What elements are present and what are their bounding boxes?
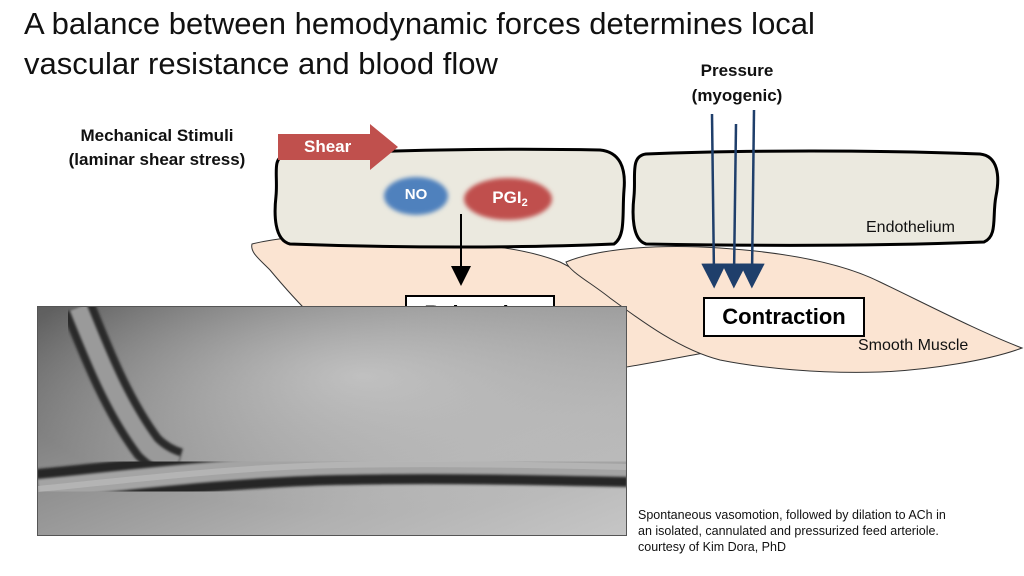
pressure-arrow-1 xyxy=(701,113,727,289)
mechanical-line-2: (laminar shear stress) xyxy=(68,150,246,169)
mechanical-stimuli-label: Mechanical Stimuli (laminar shear stress… xyxy=(28,124,286,172)
pressure-arrow-3 xyxy=(739,109,765,289)
no-label: NO xyxy=(404,186,428,203)
caption-line-2: an isolated, cannulated and pressurized … xyxy=(638,524,939,538)
endothelium-label: Endothelium xyxy=(866,219,955,236)
pgi2-label: PGI2 xyxy=(482,188,538,209)
pressure-label: Pressure (myogenic) xyxy=(662,58,812,108)
contraction-box: Contraction xyxy=(703,297,865,337)
no-molecule xyxy=(384,177,448,215)
endothelial-cell-left xyxy=(273,147,626,249)
figure-caption: Spontaneous vasomotion, followed by dila… xyxy=(638,507,1018,555)
micrograph-image xyxy=(38,307,626,535)
pgi2-molecule xyxy=(464,178,552,220)
smooth-muscle-label: Smooth Muscle xyxy=(858,337,969,354)
shear-arrow xyxy=(278,124,398,170)
pgi2-label-base: PGI xyxy=(492,188,522,207)
caption-line-3: courtesy of Kim Dora, PhD xyxy=(638,540,786,554)
title-line-2: vascular resistance and blood flow xyxy=(24,46,498,81)
shear-label: Shear xyxy=(304,137,352,156)
pressure-line-1: Pressure xyxy=(700,61,774,80)
arteriole-micrograph xyxy=(37,306,627,536)
pressure-line-2: (myogenic) xyxy=(691,86,783,105)
slide-title: A balance between hemodynamic forces det… xyxy=(24,4,984,84)
pressure-arrow-2 xyxy=(721,123,747,289)
title-line-1: A balance between hemodynamic forces det… xyxy=(24,6,815,41)
mechanical-line-1: Mechanical Stimuli xyxy=(80,126,234,145)
pgi2-label-subscript: 2 xyxy=(521,197,528,209)
endothelial-cell-right xyxy=(631,149,1000,247)
caption-line-1: Spontaneous vasomotion, followed by dila… xyxy=(638,508,946,522)
